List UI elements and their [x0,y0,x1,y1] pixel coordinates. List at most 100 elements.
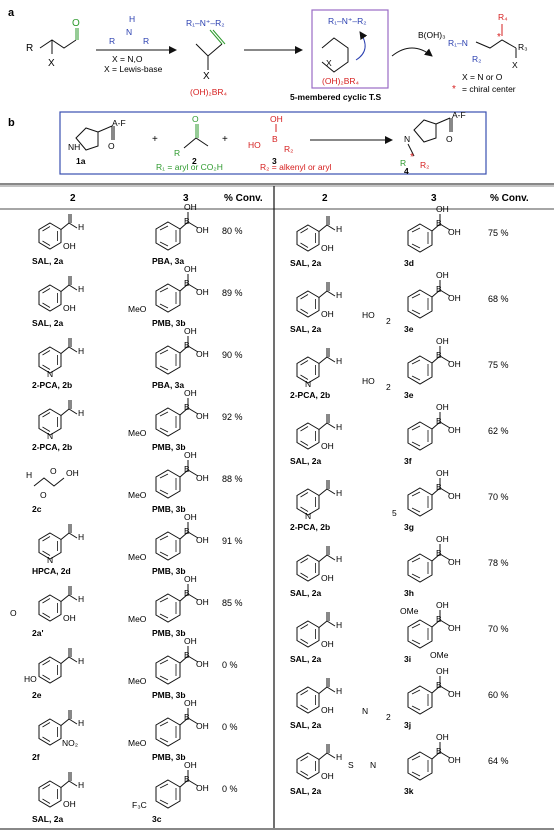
svg-text:*: * [452,84,456,95]
glyoxylic-oh: OH [66,468,79,478]
aldehyde-label: 2-PCA, 2b [290,522,330,532]
pyridine-n: N [305,511,311,521]
c3-r2: R₂ [284,144,293,154]
boronic-label: 3k [404,786,414,796]
aldehyde-label: 2a' [32,628,43,638]
boron: B [436,416,442,426]
component-1a: O A-F NH 1a [68,118,126,166]
boron: B [184,712,190,722]
boronic-label: PBA, 3a [152,380,184,390]
boronic-label: 3h [404,588,414,598]
boronic-label: 3f [404,456,412,466]
boron: B [436,482,442,492]
boron-oh-right: OH [196,597,209,607]
boric-acid: B(OH)₃ [418,30,446,40]
pyridine-n: N [305,379,311,389]
boron: B [184,464,190,474]
plus-2: + [222,134,228,145]
boronic-label: PMB, 3b [152,504,186,514]
aldehyde-label: SAL, 2a [290,324,321,334]
p4-r2: R₂ [420,160,429,170]
panel-b-label: b [8,117,15,129]
amide-o: O [10,608,17,618]
ome-top: OMe [400,606,419,616]
boronic-label: PMB, 3b [152,442,186,452]
boron-oh-top: OH [436,534,449,544]
sulfonyl-s: S [348,760,354,770]
amine-r2: R [143,36,149,46]
boron: B [184,650,190,660]
panel-a-label: a [8,7,15,19]
boron-oh-right: OH [196,411,209,421]
methoxy: MeO [128,490,147,500]
header-left-boronic: 3 [183,193,189,204]
boron-oh-top: OH [436,270,449,280]
aldehyde-label: SAL, 2a [290,720,321,730]
amine-reagent: H N R R [109,14,149,46]
methoxy: MeO [128,614,147,624]
aldehyde-h: H [336,224,342,234]
aldehyde-h: H [78,532,84,542]
boronic-label: PMB, 3b [152,690,186,700]
aldehyde-x: X [48,58,55,69]
methoxy: MeO [128,738,147,748]
boron-oh-right: OH [196,783,209,793]
boron-oh-right: OH [448,689,461,699]
amine-n: N [126,27,132,37]
boron-oh-top: OH [436,402,449,412]
product-4-label: 4 [404,166,409,176]
ts-boronate: (OH)₂BR₄ [322,76,360,86]
ortho-oh: OH [321,705,334,715]
boron: B [436,680,442,690]
header-left-aldehyde: 2 [70,193,76,204]
aldehyde-h: H [336,686,342,696]
aldehyde-h: H [336,290,342,300]
boron: B [184,774,190,784]
product-note-2: = chiral center [462,84,516,94]
conversion-value: 90 % [222,350,243,360]
boron-oh-right: OH [196,535,209,545]
plus-1: + [152,134,158,145]
boron-oh-right: OH [448,623,461,633]
component-3-label: 3 [272,156,277,166]
aldehyde-label: SAL, 2a [32,814,63,824]
conversion-value: 0 % [222,784,238,794]
aldehyde-label: 2c [32,504,42,514]
aldehyde-h: H [336,488,342,498]
aldehyde-h: H [336,554,342,564]
aldehyde-structure: HN2-PCA, 2b [32,337,84,390]
chain-n: 2 [386,316,391,326]
conversion-value: 68 % [488,294,509,304]
boron: B [184,340,190,350]
aldehyde-h: H [78,346,84,356]
product-4: A-F O N * R R₂ 4 [400,110,466,176]
ts-box [311,9,389,89]
pyridine-n: N [47,369,53,379]
boron-oh-right: OH [196,287,209,297]
ortho-oh: OH [321,771,334,781]
boronic-label: PMB, 3b [152,318,186,328]
boronic-label: PMB, 3b [152,628,186,638]
boron: B [436,350,442,360]
aldehyde-label: 2-PCA, 2b [32,442,72,452]
boron: B [436,284,442,294]
header-right-aldehyde: 2 [322,193,328,204]
